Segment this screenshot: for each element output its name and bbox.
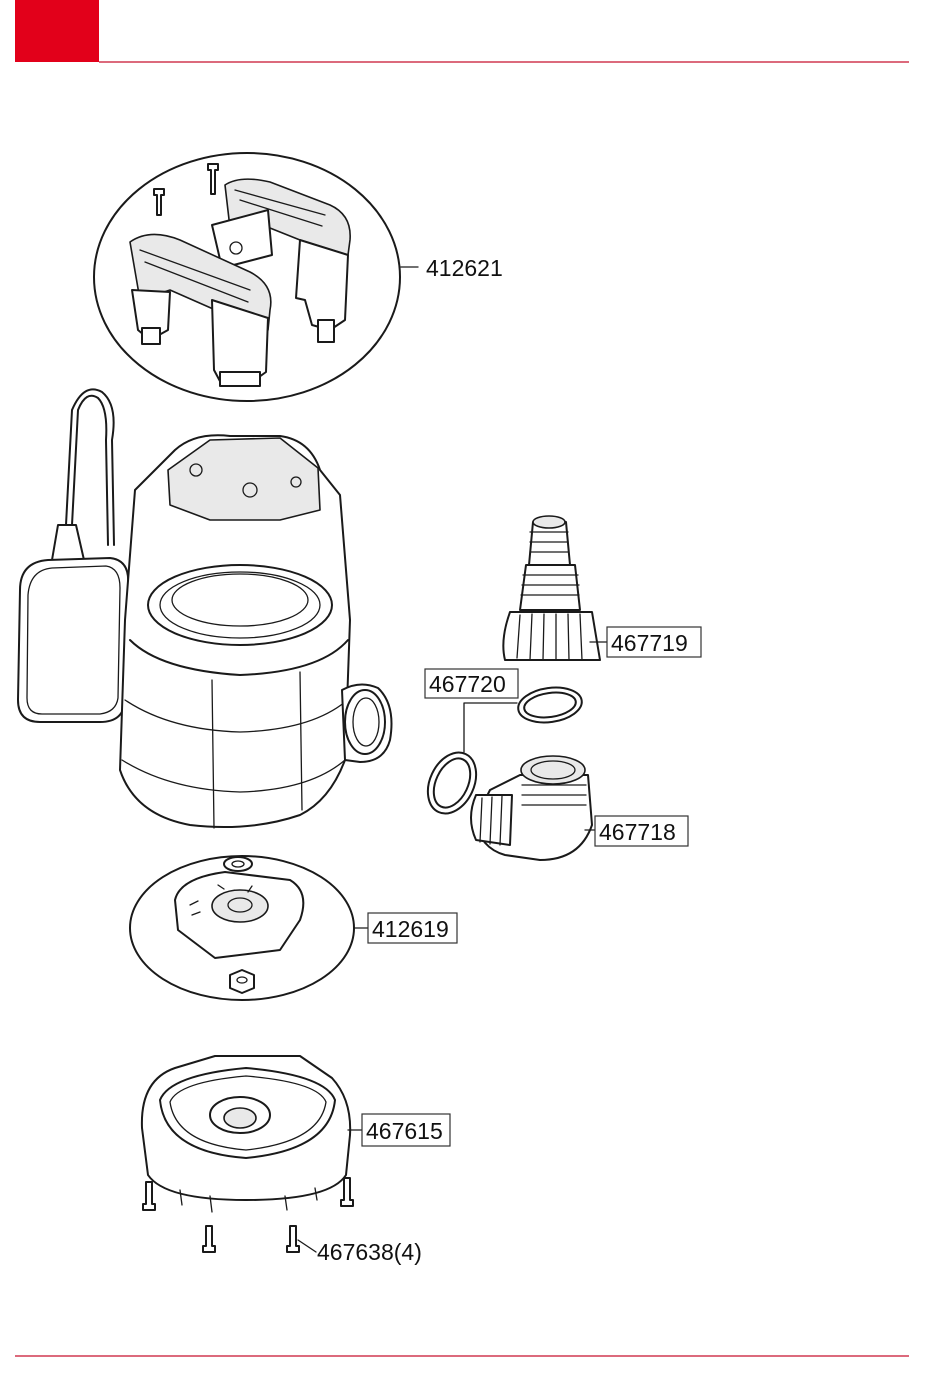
part-number-467719: 467719 — [611, 630, 688, 656]
part-number-412621: 412621 — [426, 255, 503, 281]
leader-467720 — [464, 703, 517, 752]
pump-body-drawing — [18, 389, 392, 828]
part-label-467719: 467719 — [607, 627, 701, 657]
leader-467638 — [298, 1240, 316, 1252]
base-plate-drawing — [142, 1056, 353, 1252]
part-label-467638: 467638(4) — [317, 1239, 422, 1265]
part-number-467615: 467615 — [366, 1118, 443, 1144]
header-accent-block — [15, 0, 99, 62]
part-label-467615: 467615 — [362, 1114, 450, 1146]
impeller-kit-drawing — [130, 856, 354, 1000]
handle-assembly-drawing — [94, 153, 400, 401]
part-label-412621: 412621 — [426, 255, 503, 281]
elbow-connector-drawing — [471, 756, 592, 860]
part-label-467720: 467720 — [425, 669, 518, 698]
part-label-412619: 412619 — [368, 913, 457, 943]
part-number-467720: 467720 — [429, 671, 506, 697]
part-number-412619: 412619 — [372, 916, 449, 942]
part-number-467718: 467718 — [599, 819, 676, 845]
hose-connector-drawing — [503, 516, 600, 660]
part-number-467638: 467638(4) — [317, 1239, 422, 1265]
part-label-467718: 467718 — [595, 816, 688, 846]
